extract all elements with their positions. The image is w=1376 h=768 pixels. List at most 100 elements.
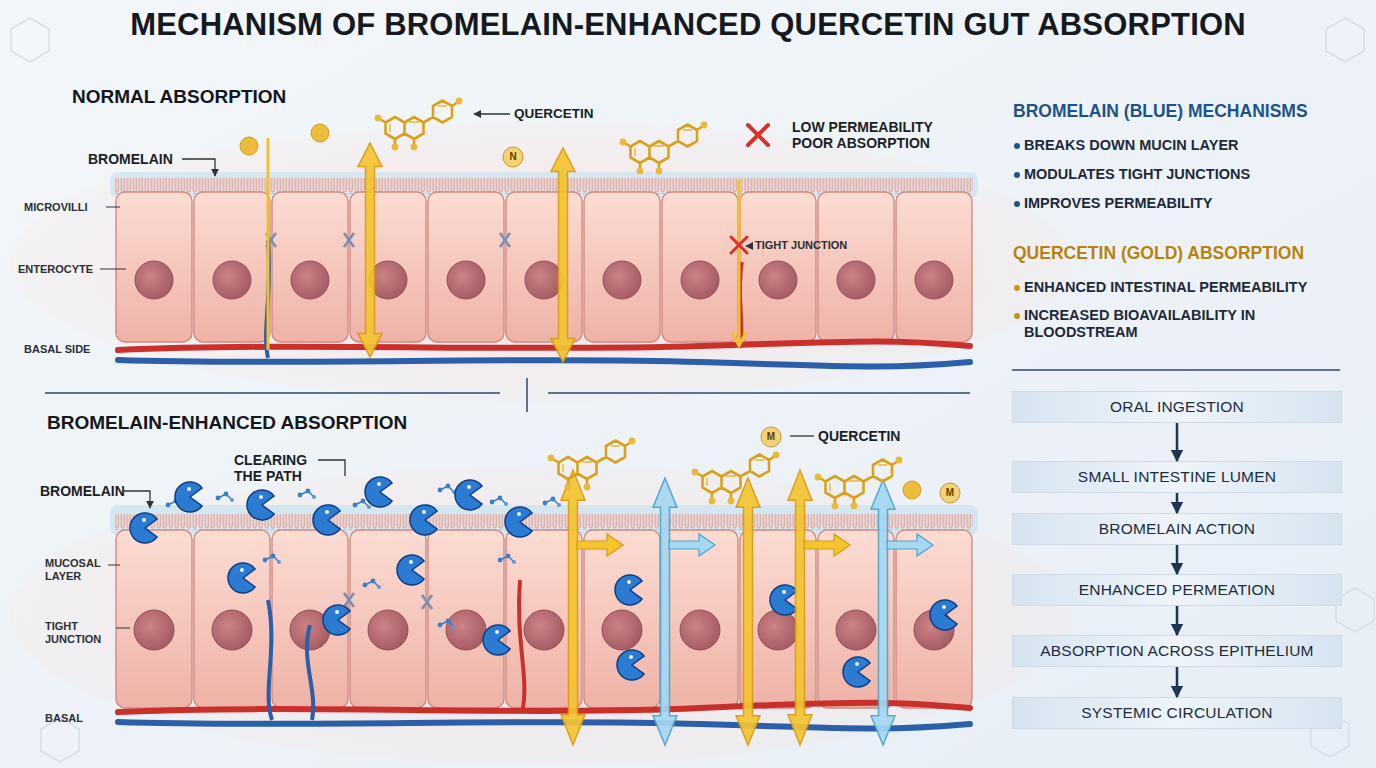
bromelain-enzyme — [323, 605, 350, 635]
bromelain-enzyme — [130, 513, 157, 543]
flow-arrow — [1176, 423, 1179, 461]
structure-label: ENTEROCYTE — [18, 263, 93, 276]
mucin-fragment — [438, 484, 456, 494]
quercetin-molecule — [815, 457, 903, 510]
panel-heading: BROMELAIN-ENHANCED ABSORPTION — [47, 412, 407, 434]
enterocyte-cell — [194, 530, 270, 708]
flow-arrow — [1176, 545, 1179, 574]
structure-label: TIGHT JUNCTION — [755, 239, 847, 252]
panel-heading: NORMAL ABSORPTION — [72, 86, 286, 108]
section-heading: BROMELAIN (BLUE) MECHANISMS — [1013, 101, 1308, 121]
action-label: CLEARING THE PATH — [234, 452, 329, 484]
branch-arrow — [669, 534, 715, 556]
gold-particle — [940, 483, 960, 503]
divider-line — [1012, 369, 1340, 371]
bullet-text: ENHANCED INTESTINAL PERMEABILITY — [1024, 279, 1307, 296]
structure-label: MUCOSAL LAYER — [45, 557, 115, 582]
mucin-fragment — [490, 496, 508, 506]
flow-step-box: SYSTEMIC CIRCULATION — [1012, 697, 1342, 729]
leader-line — [124, 491, 150, 508]
bullet-text: BREAKS DOWN MUCIN LAYER — [1024, 137, 1239, 154]
absorption-arrow — [551, 148, 575, 362]
mucin-fragment — [498, 554, 516, 564]
enterocyte-cell — [818, 192, 894, 342]
absorption-arrow — [358, 143, 382, 357]
leader-line — [100, 207, 126, 269]
panel-glow — [10, 122, 1070, 402]
quercetin-molecule — [375, 98, 463, 151]
flow-arrow — [1176, 493, 1179, 513]
bromelain-enzyme — [617, 650, 644, 680]
blocked-mark — [731, 237, 747, 253]
blood-vessel — [268, 600, 313, 720]
enterocyte-cell — [194, 192, 270, 342]
enterocyte-cell — [428, 192, 504, 342]
enzyme-label: BROMELAIN — [88, 151, 173, 167]
structure-label: MICROVILLI — [24, 201, 88, 214]
bromelain-enzyme — [455, 480, 482, 510]
tight-junction — [344, 593, 354, 607]
gold-particle — [311, 124, 329, 142]
branch-arrow — [577, 534, 623, 556]
divider-line — [45, 378, 970, 412]
panel-glow — [10, 465, 1070, 765]
enterocyte-cell — [116, 530, 192, 708]
structure-label: BASAL SIDE — [24, 343, 90, 356]
enterocyte-cell — [896, 192, 972, 342]
mucin-fragment — [298, 489, 316, 499]
flow-step-text: SYSTEMIC CIRCULATION — [1081, 704, 1272, 722]
bromelain-enzyme — [397, 555, 424, 585]
blood-vessel — [519, 580, 524, 712]
bullet-dot — [1014, 313, 1020, 319]
tight-junction — [344, 233, 354, 247]
bromelain-enzyme — [228, 563, 255, 593]
leader-line — [746, 245, 753, 246]
flow-step-box: ORAL INGESTION — [1012, 391, 1342, 423]
flow-step-box: ENHANCED PERMEATION — [1012, 574, 1342, 606]
enterocyte-cell — [662, 192, 738, 342]
flow-step-text: ORAL INGESTION — [1110, 398, 1244, 416]
flow-step-text: ABSORPTION ACROSS EPITHELIUM — [1040, 642, 1313, 660]
molecule-label: QUERCETIN — [514, 106, 594, 122]
leader-line — [318, 460, 345, 476]
bullet-text: MODULATES TIGHT JUNCTIONS — [1024, 166, 1250, 183]
flow-step-text: SMALL INTESTINE LUMEN — [1078, 468, 1276, 486]
tight-junction — [422, 595, 432, 609]
gold-particle — [903, 481, 921, 499]
bromelain-enzyme — [175, 482, 202, 512]
bromelain-enzyme — [843, 657, 870, 687]
enzyme-label: BROMELAIN — [40, 483, 125, 499]
bromelain-arrow — [871, 480, 895, 745]
bullet-dot — [1014, 201, 1020, 207]
bromelain-enzyme — [505, 507, 532, 537]
enterocyte-cell — [116, 192, 192, 342]
enterocyte-cell — [350, 530, 426, 708]
enterocyte-cell — [428, 530, 504, 708]
quercetin-path — [732, 180, 746, 346]
mucin-fragment — [363, 579, 381, 589]
bullet-text: INCREASED BIOAVAILABILITY IN BLOODSTREAM — [1024, 307, 1299, 340]
bromelain-enzyme — [483, 625, 510, 655]
gold-particle — [503, 147, 523, 167]
absorption-arrow — [736, 478, 760, 745]
flow-step-box: BROMELAIN ACTION — [1012, 513, 1342, 545]
bromelain-enzyme — [365, 477, 392, 507]
enterocyte-cell — [662, 530, 738, 708]
particle-symbol: M — [940, 486, 960, 500]
hexagon-decoration — [11, 18, 1374, 762]
blood-vessel — [118, 722, 970, 729]
leader-line — [474, 113, 510, 114]
bromelain-enzyme — [247, 490, 274, 520]
branch-arrow — [804, 534, 850, 556]
quercetin-molecule — [548, 438, 636, 491]
leader-line — [790, 435, 814, 436]
enterocyte-cell — [740, 192, 816, 342]
structure-label: BASAL — [45, 712, 83, 725]
mucin-fragment — [543, 497, 561, 507]
absorption-arrow — [561, 470, 585, 745]
mucin-fragment — [216, 492, 234, 502]
enterocyte-cell — [584, 192, 660, 342]
gold-particle — [761, 427, 781, 447]
